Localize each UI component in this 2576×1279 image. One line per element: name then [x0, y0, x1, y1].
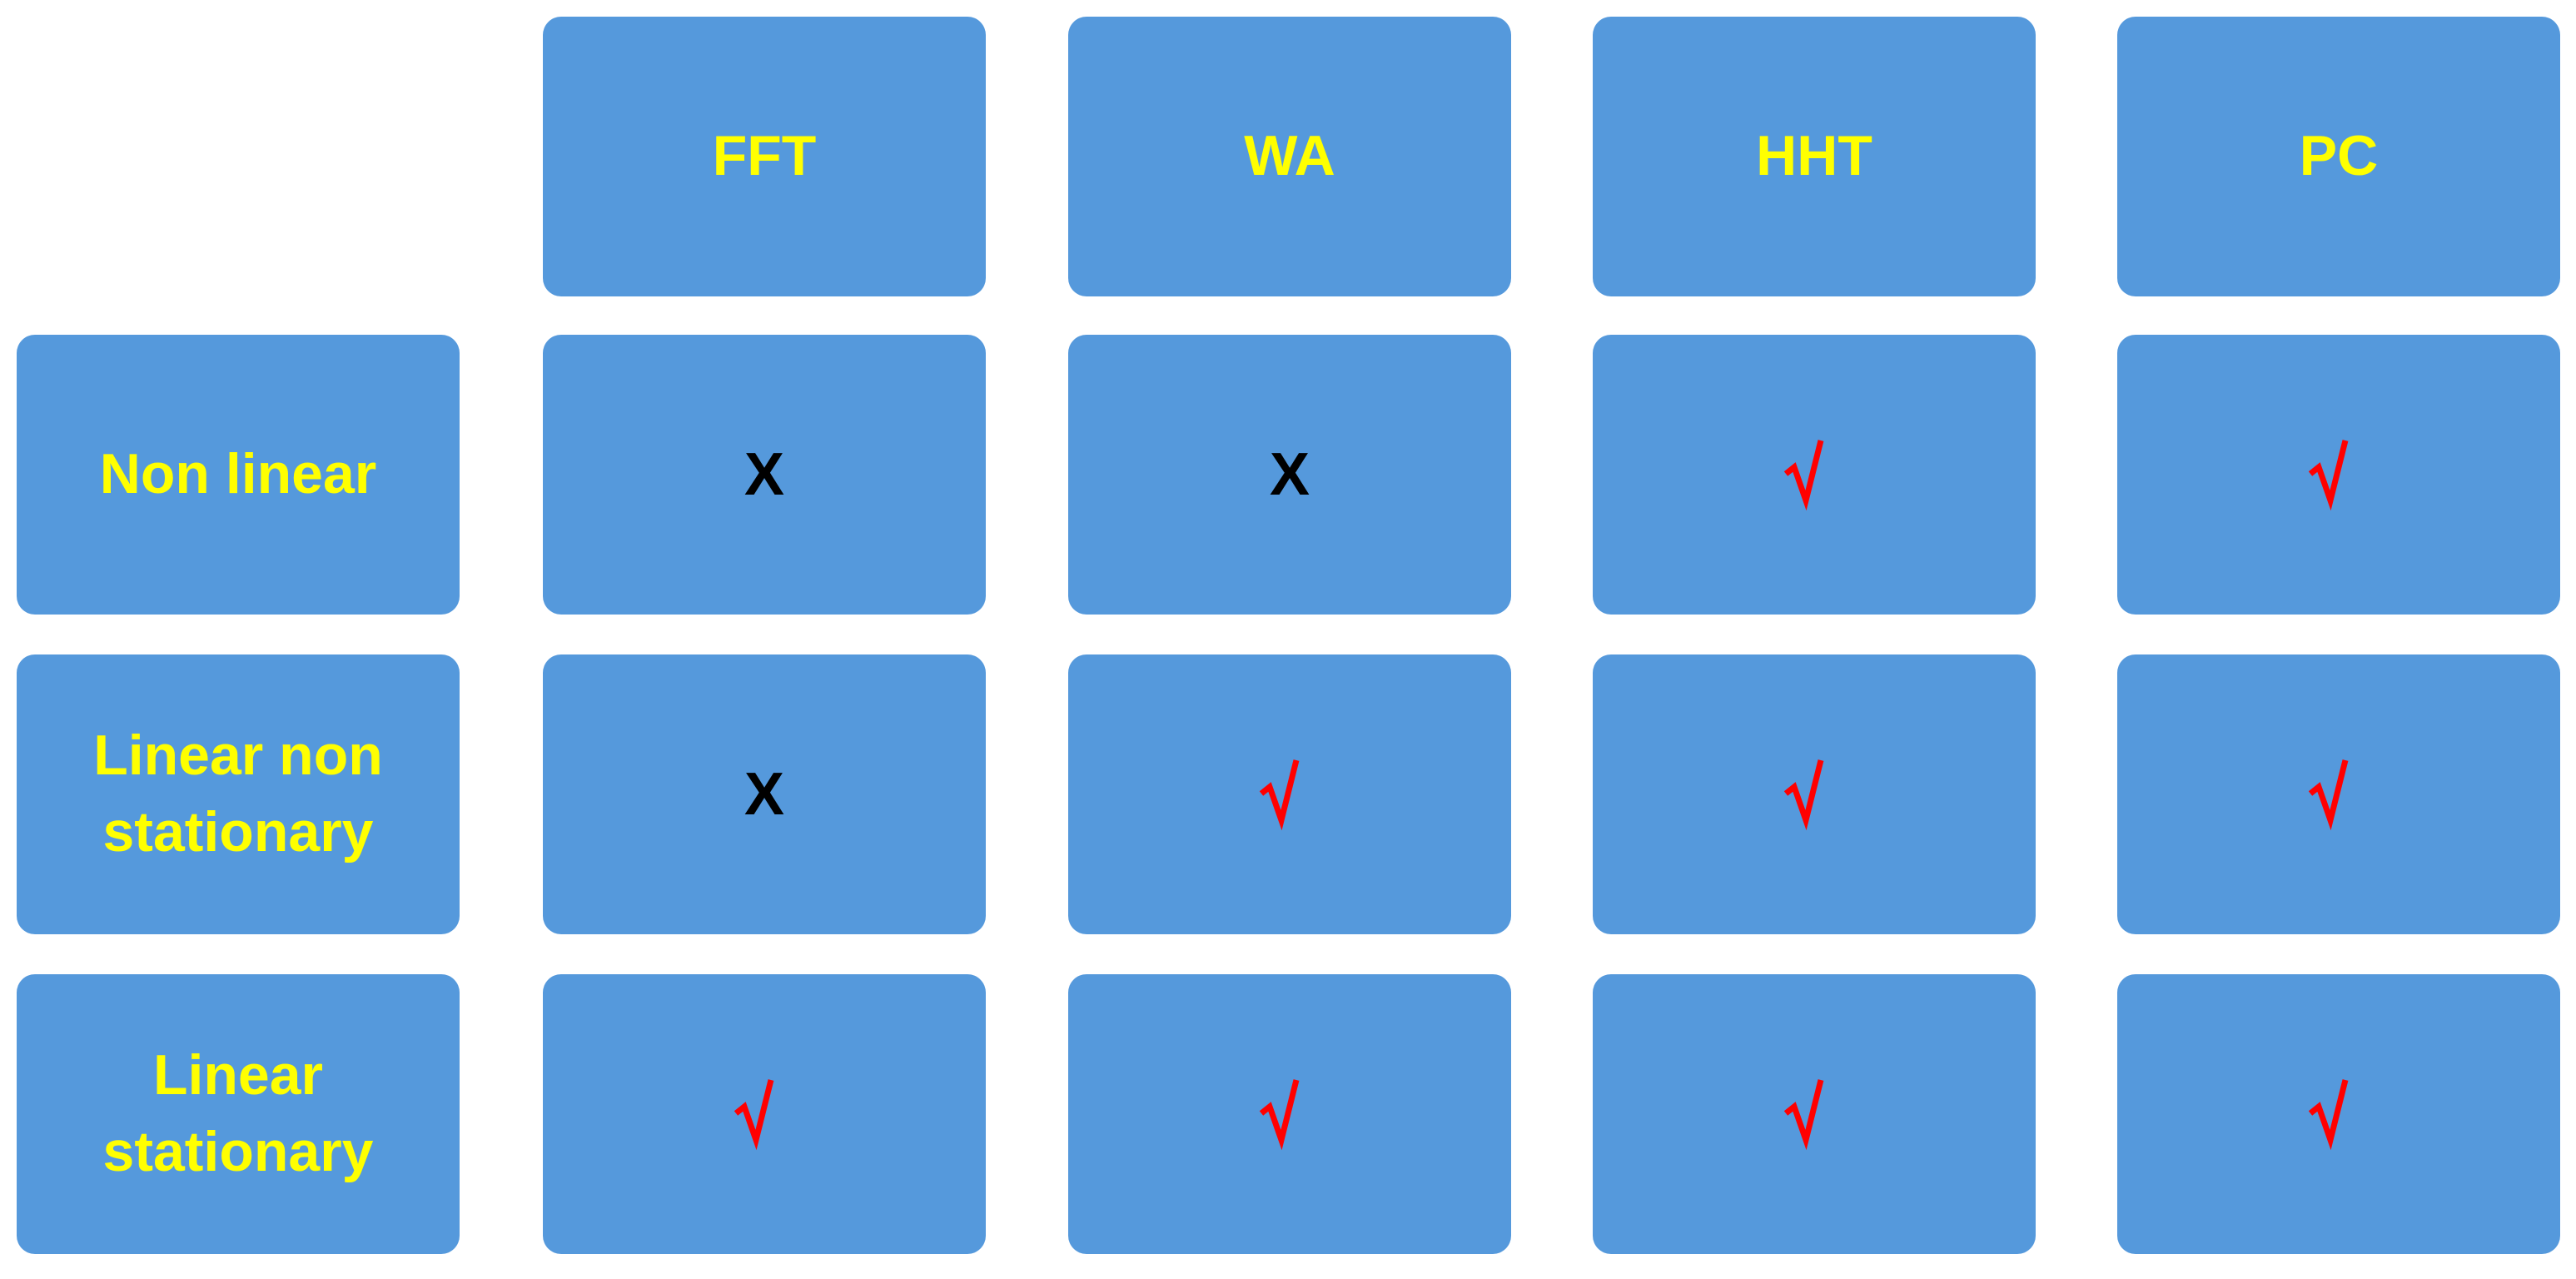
mark-cell: [2117, 974, 2560, 1254]
check-mark-icon: [1259, 1079, 1300, 1151]
row-header-line: Non linear: [99, 442, 377, 506]
column-header-label: PC: [2299, 124, 2379, 188]
column-header-hht: HHT: [1593, 17, 2036, 296]
check-mark-icon: [1783, 440, 1824, 511]
row-header-linear-non-stationary: Linear non stationary: [17, 654, 460, 934]
mark-cell: [1068, 974, 1511, 1254]
check-mark-icon: [2308, 440, 2349, 511]
check-mark-icon: [2308, 1079, 2349, 1151]
column-header-wa: WA: [1068, 17, 1511, 296]
check-mark-icon: [1259, 759, 1300, 831]
mark-cell: [2117, 654, 2560, 934]
mark-cell: [1593, 974, 2036, 1254]
cross-mark: X: [743, 441, 785, 508]
check-mark-icon: [1783, 759, 1824, 831]
row-header-linear-stationary: Linear stationary: [17, 974, 460, 1254]
mark-cell: [543, 974, 986, 1254]
row-header-non-linear: Non linear: [17, 335, 460, 615]
row-header-line: stationary: [102, 800, 374, 863]
column-header-pc: PC: [2117, 17, 2560, 296]
row-header-line: Linear: [152, 1043, 324, 1107]
column-header-label: FFT: [712, 124, 817, 188]
mark-cell: [1593, 335, 2036, 615]
check-mark-icon: [2308, 759, 2349, 831]
column-header-fft: FFT: [543, 17, 986, 296]
cross-mark: X: [1269, 441, 1310, 508]
row-header-label: Non linear: [100, 436, 377, 513]
row-header-label: Linear stationary: [103, 1038, 374, 1191]
mark-cell: [1593, 654, 2036, 934]
mark-cell: [2117, 335, 2560, 615]
mark-cell: X: [543, 654, 986, 934]
row-header-label: Linear non stationary: [93, 718, 383, 871]
mark-cell: X: [1068, 335, 1511, 615]
check-mark-icon: [1783, 1079, 1824, 1151]
column-header-label: HHT: [1756, 124, 1872, 188]
column-header-label: WA: [1244, 124, 1335, 188]
row-header-line: Linear non: [93, 724, 383, 788]
row-header-line: stationary: [102, 1120, 374, 1183]
cross-mark: X: [743, 761, 785, 828]
mark-cell: X: [543, 335, 986, 615]
check-mark-icon: [734, 1079, 774, 1151]
mark-cell: [1068, 654, 1511, 934]
